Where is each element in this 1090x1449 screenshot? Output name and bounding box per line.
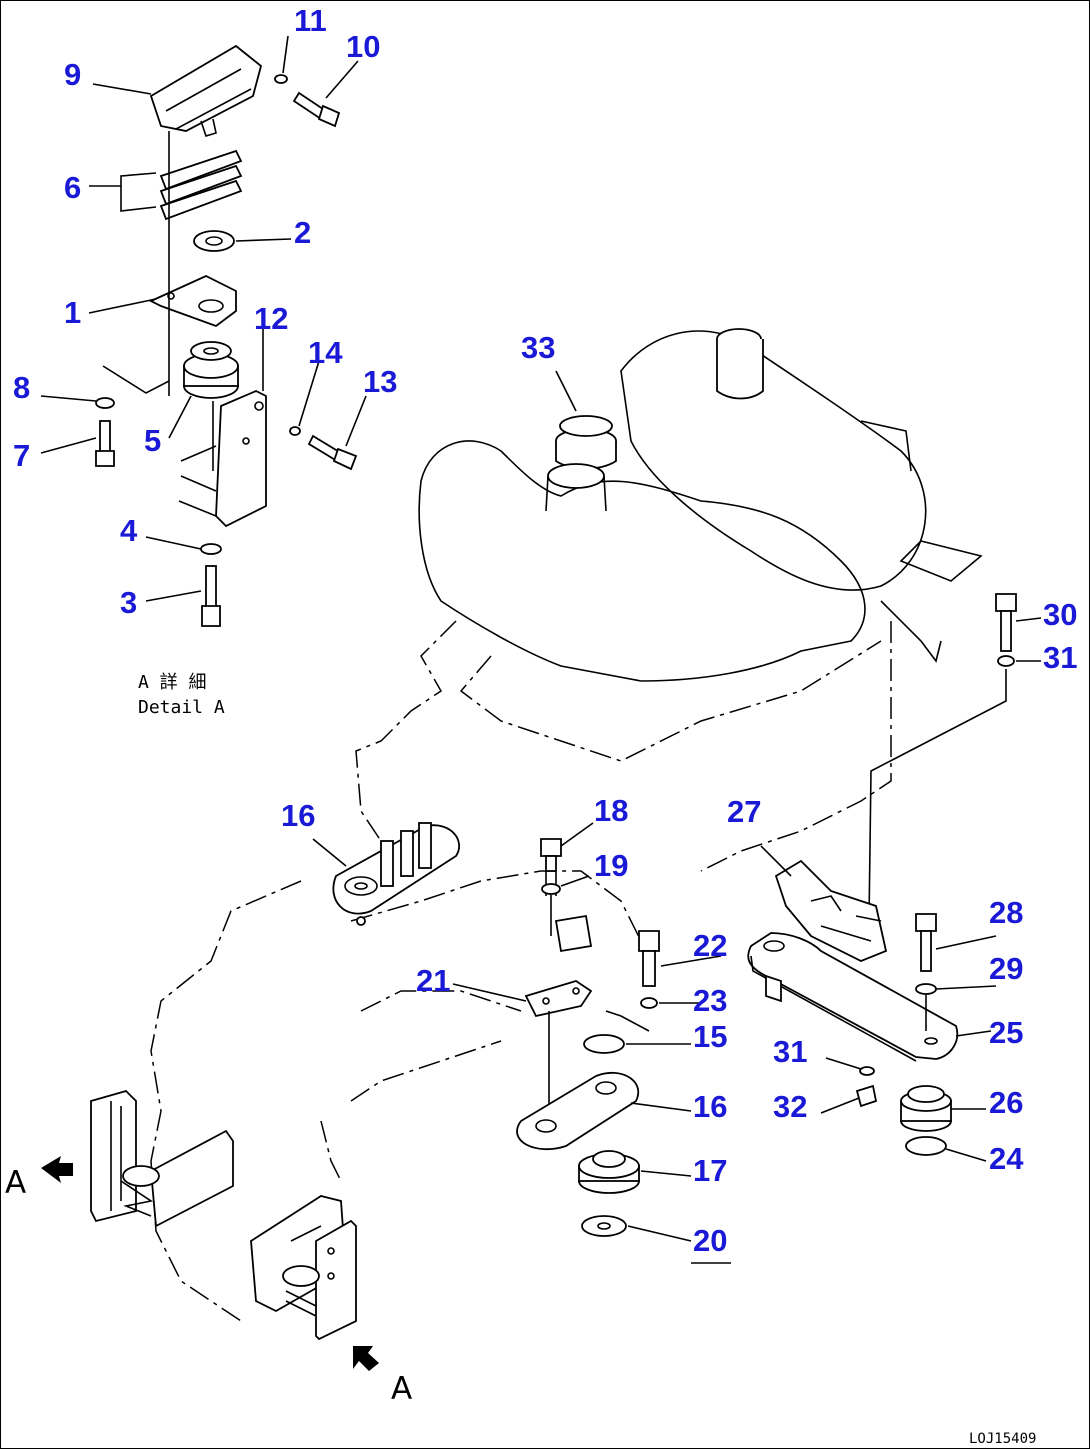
callout-23: 23 (693, 983, 727, 1018)
front-mount-assembly (332, 822, 660, 1237)
callout-8: 8 (13, 370, 30, 405)
bolt-part-10 (292, 91, 341, 128)
cushion-part-5 (183, 341, 239, 399)
beam-part-25 (747, 932, 959, 1062)
callout-9: 9 (64, 57, 81, 92)
detail-a-caption-en: Detail A (138, 697, 225, 718)
callout-numbers: 11 10 9 6 2 1 12 14 13 8 5 7 4 3 33 30 3… (13, 3, 1077, 1258)
bolt-part-22 (638, 930, 660, 987)
bolt-part-13 (307, 434, 358, 471)
callout-10: 10 (346, 29, 380, 64)
callout-31-upper: 31 (1043, 640, 1077, 675)
washer-part-31-lower (859, 1066, 875, 1076)
callout-7: 7 (13, 438, 30, 473)
cap-part-33 (555, 415, 617, 470)
mount-bracket-part-16-upper (332, 822, 461, 926)
detail-a-caption-jp: A 詳 細 (138, 672, 207, 693)
view-a-arrow-bottom-icon (353, 1346, 379, 1371)
callout-20: 20 (693, 1223, 727, 1258)
washer-part-23 (640, 997, 658, 1009)
callout-31-lower: 31 (773, 1034, 807, 1069)
callout-22: 22 (693, 928, 727, 963)
engine-frame-outline (150, 328, 983, 1322)
callout-13: 13 (363, 364, 397, 399)
callout-15: 15 (693, 1019, 727, 1054)
washer-part-2 (193, 230, 235, 252)
plate-part-1 (148, 275, 237, 328)
washer-part-14 (289, 426, 301, 436)
leader-lines (40, 35, 1042, 1264)
mount-location-views (41, 1089, 379, 1371)
detail-a-assembly (95, 44, 358, 627)
washer-part-19 (541, 883, 561, 895)
callout-19: 19 (594, 848, 628, 883)
callout-28: 28 (989, 895, 1023, 930)
shim-part-6 (159, 149, 243, 221)
washer-part-11 (274, 74, 288, 84)
washer-part-31-upper (997, 655, 1015, 667)
washer-part-8 (95, 397, 115, 409)
view-marker-bottom: A (391, 1371, 412, 1407)
callout-33: 33 (521, 330, 555, 365)
callout-6: 6 (64, 170, 81, 205)
bracket-part-21 (524, 980, 593, 1018)
callout-30: 30 (1043, 597, 1077, 632)
cushion-part-26 (900, 1085, 952, 1132)
callout-16-upper: 16 (281, 798, 315, 833)
callout-18: 18 (594, 793, 628, 828)
washer-part-15 (583, 1034, 625, 1054)
callout-11: 11 (294, 3, 327, 38)
callout-17: 17 (693, 1153, 727, 1188)
callout-16-lower: 16 (693, 1089, 727, 1124)
callout-3: 3 (120, 585, 137, 620)
callout-21: 21 (416, 963, 450, 998)
callout-5: 5 (144, 423, 161, 458)
callout-29: 29 (989, 951, 1023, 986)
washer-part-20 (581, 1215, 627, 1237)
bolt-part-30 (995, 593, 1017, 652)
figure-id: LOJ15409 (969, 1431, 1036, 1447)
nut-part-32 (855, 1084, 878, 1108)
callout-25: 25 (989, 1015, 1023, 1050)
callout-32: 32 (773, 1089, 807, 1124)
callout-4: 4 (120, 513, 138, 548)
bolt-part-3 (201, 565, 221, 627)
callout-24: 24 (989, 1141, 1024, 1176)
bolt-part-7 (95, 420, 115, 467)
callout-27: 27 (727, 794, 761, 829)
bracket-part-12 (215, 390, 267, 528)
view-a-arrow-left-icon (41, 1156, 73, 1183)
bracket-part-27 (774, 859, 888, 962)
callout-1: 1 (64, 295, 81, 330)
callout-14: 14 (308, 335, 343, 370)
washer-part-29 (915, 983, 937, 995)
mount-location-left (90, 1089, 234, 1228)
view-marker-left: A (5, 1165, 26, 1201)
callout-12: 12 (254, 301, 288, 336)
bolt-part-28 (915, 913, 937, 972)
callout-2: 2 (294, 215, 311, 250)
callout-26: 26 (989, 1085, 1023, 1120)
mount-plate-part-16-lower (516, 1071, 639, 1151)
rear-mount-assembly (747, 593, 1017, 1156)
mount-location-right (250, 1195, 357, 1341)
cushion-part-17 (578, 1150, 640, 1194)
washer-part-24 (905, 1136, 947, 1156)
washer-part-4 (200, 543, 222, 555)
